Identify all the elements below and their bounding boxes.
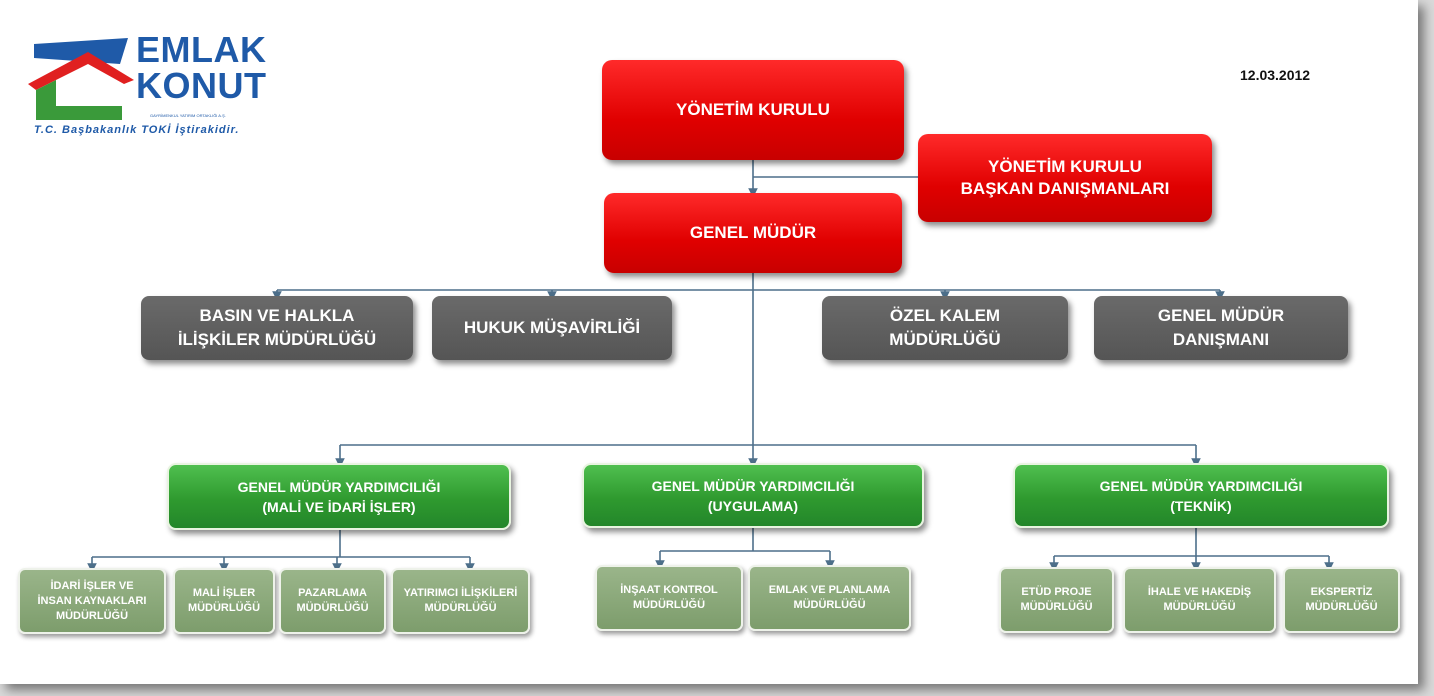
connector-lines bbox=[87, 160, 1334, 573]
unit-finance: MALİ İŞLER MÜDÜRLÜĞÜ bbox=[173, 568, 275, 634]
logo-small-text: GAYRİMENKUL YATIRIM ORTAKLIĞI A.Ş. bbox=[150, 113, 226, 118]
unit-marketing: PAZARLAMA MÜDÜRLÜĞÜ bbox=[279, 568, 386, 634]
unit-tender-progress-payment: İHALE VE HAKEDİŞ MÜDÜRLÜĞÜ bbox=[1123, 567, 1276, 633]
staff-unit-gm-advisor: GENEL MÜDÜR DANIŞMANI bbox=[1094, 296, 1348, 360]
staff-unit-private-office: ÖZEL KALEM MÜDÜRLÜĞÜ bbox=[822, 296, 1068, 360]
unit-admin-hr: İDARİ İŞLER VE İNSAN KAYNAKLARI MÜDÜRLÜĞ… bbox=[18, 568, 166, 634]
org-chart-slide: EMLAK KONUT GAYRİMENKUL YATIRIM ORTAKLIĞ… bbox=[0, 0, 1418, 684]
logo-line2: KONUT bbox=[136, 65, 267, 106]
logo-tagline: T.C. Başbakanlık TOKİ İştirakidir. bbox=[34, 124, 240, 136]
staff-unit-legal-counsel: HUKUK MÜŞAVİRLİĞİ bbox=[432, 296, 672, 360]
deputy-box-technical: GENEL MÜDÜR YARDIMCILIĞI (TEKNİK) bbox=[1013, 463, 1389, 528]
general-manager-box: GENEL MÜDÜR bbox=[604, 193, 902, 273]
unit-construction-control: İNŞAAT KONTROL MÜDÜRLÜĞÜ bbox=[595, 565, 743, 631]
logo-line1: EMLAK bbox=[136, 29, 267, 70]
date-label: 12.03.2012 bbox=[1240, 67, 1311, 83]
deputy-box-finance-admin: GENEL MÜDÜR YARDIMCILIĞI (MALİ VE İDARİ … bbox=[167, 463, 511, 530]
staff-unit-press-relations: BASIN VE HALKLA İLİŞKİLER MÜDÜRLÜĞÜ bbox=[141, 296, 413, 360]
house-logo-icon bbox=[28, 38, 134, 120]
unit-survey-project: ETÜD PROJE MÜDÜRLÜĞÜ bbox=[999, 567, 1114, 633]
deputy-box-implementation: GENEL MÜDÜR YARDIMCILIĞI (UYGULAMA) bbox=[582, 463, 924, 528]
unit-real-estate-planning: EMLAK VE PLANLAMA MÜDÜRLÜĞÜ bbox=[748, 565, 911, 631]
unit-investor-relations: YATIRIMCI İLİŞKİLERİ MÜDÜRLÜĞÜ bbox=[391, 568, 530, 634]
board-advisors-box: YÖNETİM KURULU BAŞKAN DANIŞMANLARI bbox=[918, 134, 1212, 222]
board-box: YÖNETİM KURULU bbox=[602, 60, 904, 160]
unit-appraisal: EKSPERTİZ MÜDÜRLÜĞÜ bbox=[1283, 567, 1400, 633]
